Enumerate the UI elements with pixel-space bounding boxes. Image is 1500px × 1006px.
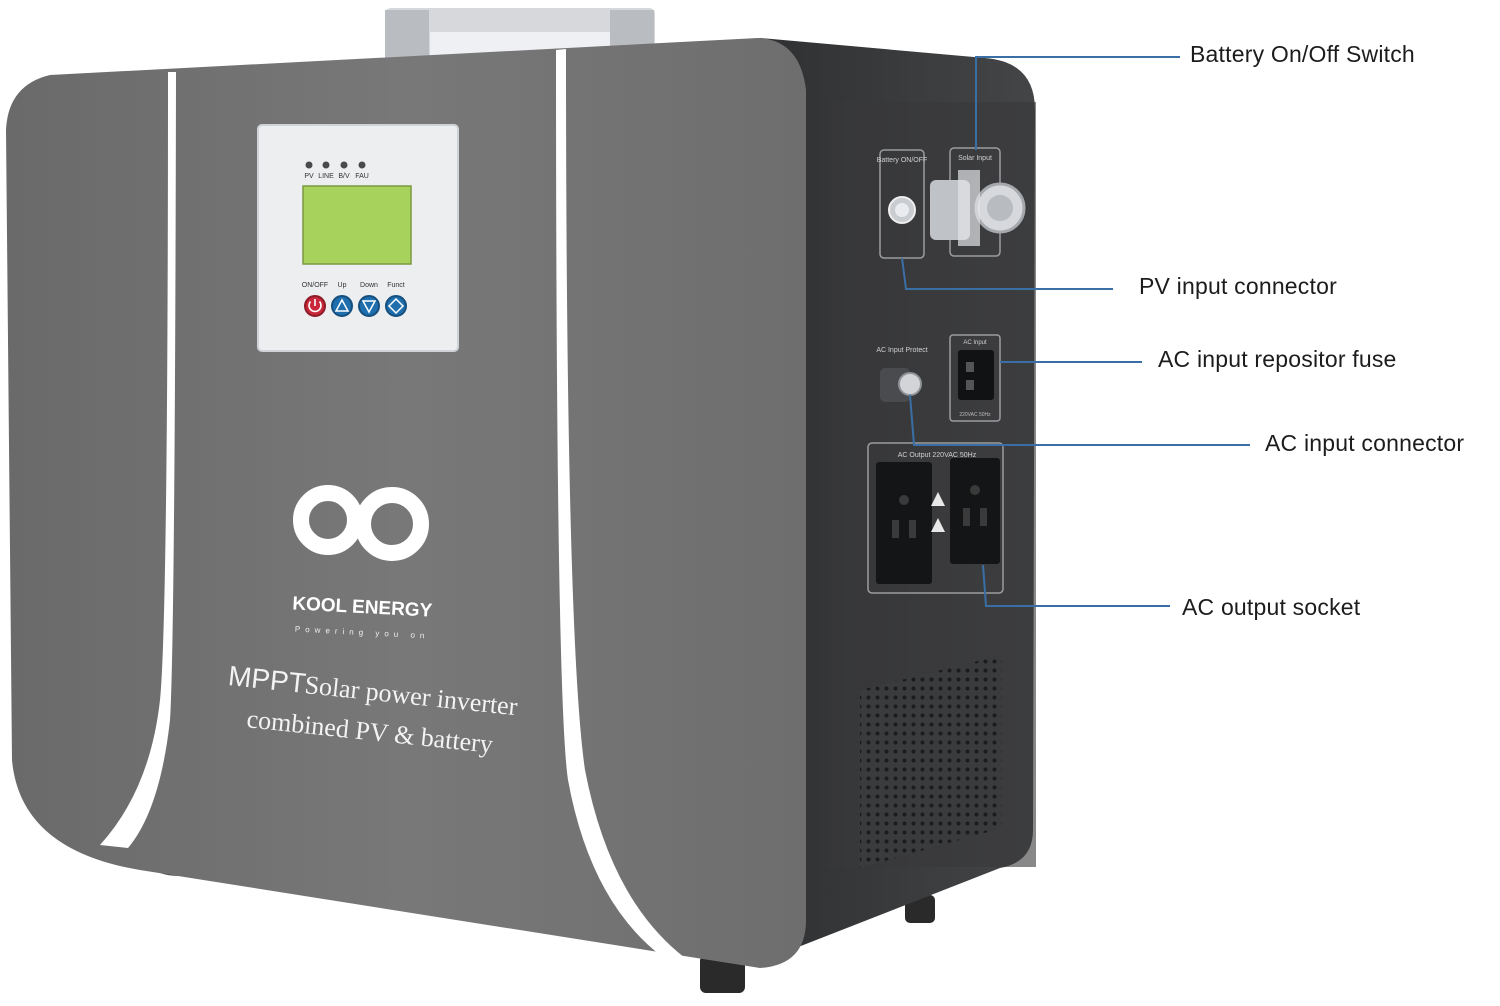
lcd-screen bbox=[302, 185, 412, 265]
warning-triangle-icon-2 bbox=[931, 518, 945, 532]
callout-ac-output: AC output socket bbox=[1182, 594, 1361, 620]
control-buttons: ON/OFF Up Down Funct bbox=[302, 282, 407, 317]
triangle-down-icon bbox=[361, 300, 377, 314]
funct-button bbox=[385, 295, 407, 317]
control-panel: PV LINE B/V FAU ON/OFF Up Down Funct bbox=[257, 124, 459, 352]
power-symbol-icon bbox=[308, 299, 322, 313]
diamond-icon bbox=[387, 297, 405, 315]
button-label-up: Up bbox=[338, 282, 347, 289]
ac-input-rating: 220VAC 50Hz bbox=[959, 412, 991, 418]
leader-battery-switch bbox=[975, 56, 1180, 150]
leader-ac-output bbox=[982, 564, 1170, 607]
led-label-bv: B/V bbox=[338, 173, 350, 180]
led-label-line: LINE bbox=[318, 173, 334, 180]
callout-pv-input: PV input connector bbox=[1139, 273, 1337, 299]
triangle-up-icon bbox=[334, 298, 350, 312]
battery-switch-module: Battery ON/OFF bbox=[877, 149, 928, 259]
solar-input-label: Solar Input bbox=[958, 155, 992, 162]
button-label-onoff: ON/OFF bbox=[302, 282, 328, 289]
status-leds: PV LINE B/V FAU bbox=[304, 161, 369, 180]
leader-lines bbox=[901, 56, 1250, 607]
ac-output-label: AC Output 220VAC 50Hz bbox=[898, 452, 977, 459]
led-label-pv: PV bbox=[304, 173, 314, 180]
ac-protect-label: AC Input Protect bbox=[876, 347, 927, 354]
solar-input-module: Solar Input bbox=[930, 147, 1026, 257]
ac-input-label: AC Input bbox=[963, 340, 987, 346]
ac-input-module: AC Input 220VAC 50Hz bbox=[949, 334, 1001, 422]
callout-battery-switch: Battery On/Off Switch bbox=[1190, 41, 1415, 67]
front-stripe-left bbox=[100, 72, 176, 848]
vent-grille bbox=[860, 655, 1002, 868]
warning-triangle-icon bbox=[931, 492, 945, 506]
button-label-funct: Funct bbox=[387, 282, 405, 289]
callout-ac-fuse: AC input repositor fuse bbox=[1158, 346, 1397, 372]
ac-output-module: AC Output 220VAC 50Hz bbox=[867, 442, 1004, 594]
led-label-fau: FAU bbox=[355, 173, 369, 180]
button-label-down: Down bbox=[360, 282, 378, 289]
battery-switch-label: Battery ON/OFF bbox=[877, 157, 928, 164]
leader-pv-input bbox=[901, 257, 1113, 290]
leader-ac-input bbox=[909, 394, 1250, 446]
callout-ac-input: AC input connector bbox=[1265, 430, 1465, 456]
